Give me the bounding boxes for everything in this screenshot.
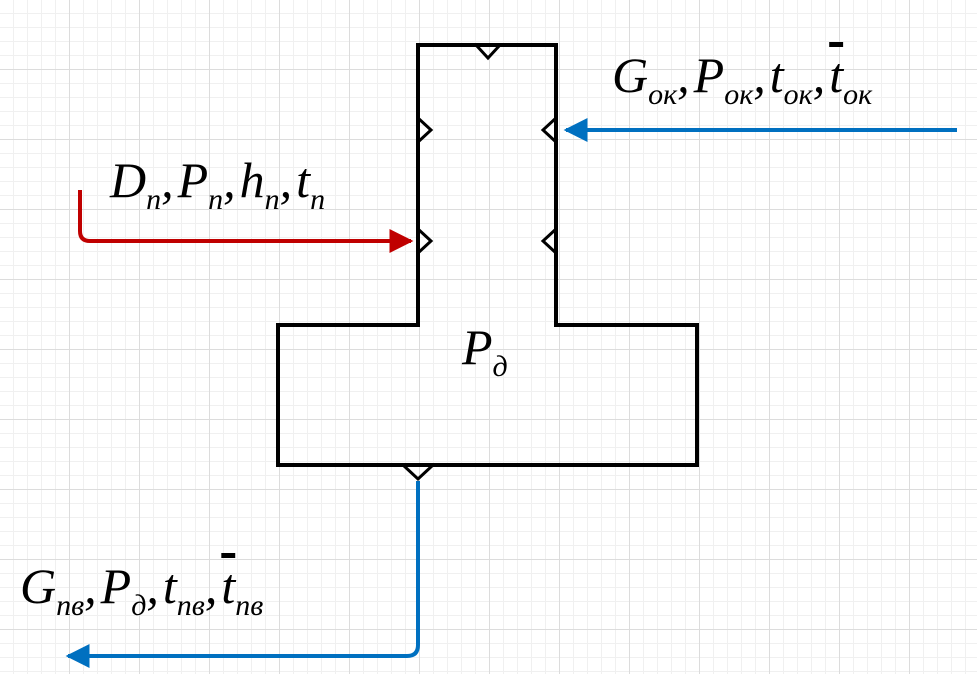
symbol-p: P bbox=[693, 47, 725, 103]
separator-comma: , bbox=[146, 558, 159, 614]
vessel-pressure-label: Pд bbox=[461, 319, 508, 383]
separator-comma: , bbox=[223, 152, 236, 208]
separator-comma: , bbox=[161, 152, 174, 208]
subscript: ок bbox=[648, 78, 678, 111]
steam-inflow-label: Dп,Pп,hп,tп bbox=[109, 152, 325, 216]
separator-comma: , bbox=[84, 558, 97, 614]
subscript: п bbox=[310, 183, 325, 216]
feedwater-outflow-arrow bbox=[65, 481, 420, 668]
symbol-g: G bbox=[20, 558, 56, 614]
right-upper-nozzle-mark bbox=[540, 116, 558, 144]
symbol-t: t bbox=[296, 152, 311, 208]
separator-comma: , bbox=[205, 558, 218, 614]
separator-comma: , bbox=[753, 47, 766, 103]
subscript: ок bbox=[724, 78, 754, 111]
subscript: ок bbox=[784, 78, 814, 111]
vessel-outline bbox=[276, 43, 699, 467]
separator-comma: , bbox=[677, 47, 690, 103]
bottom-nozzle-mark bbox=[401, 463, 435, 482]
subscript: п bbox=[265, 183, 280, 216]
symbol-t: t bbox=[163, 558, 178, 614]
steam-inflow-arrow bbox=[78, 190, 414, 253]
left-upper-nozzle-mark bbox=[416, 116, 434, 144]
left-lower-nozzle-mark bbox=[416, 227, 434, 255]
symbol-t: t bbox=[770, 47, 785, 103]
symbol-t-mean: t bbox=[829, 47, 844, 103]
feedwater-outflow-label: Gпв,Pд,tпв,tпв bbox=[20, 558, 263, 622]
top-nozzle-mark bbox=[474, 43, 502, 61]
separator-comma: , bbox=[280, 152, 293, 208]
subscript: пв bbox=[177, 589, 205, 622]
condensate-inflow-label: Gок,Pок,tок,tок bbox=[612, 47, 873, 111]
symbol-h: h bbox=[240, 152, 265, 208]
separator-comma: , bbox=[813, 47, 826, 103]
right-lower-nozzle-mark bbox=[540, 227, 558, 255]
symbol-p: P bbox=[177, 152, 209, 208]
subscript: ок bbox=[843, 78, 873, 111]
subscript: пв bbox=[235, 589, 263, 622]
symbol-p: P bbox=[100, 558, 132, 614]
subscript: пв bbox=[56, 589, 84, 622]
subscript: п bbox=[208, 183, 223, 216]
subscript: д bbox=[131, 589, 146, 622]
symbol-g: G bbox=[612, 47, 648, 103]
subscript: п bbox=[146, 183, 161, 216]
symbol-t-mean: t bbox=[221, 558, 236, 614]
symbol-d: D bbox=[109, 152, 146, 208]
